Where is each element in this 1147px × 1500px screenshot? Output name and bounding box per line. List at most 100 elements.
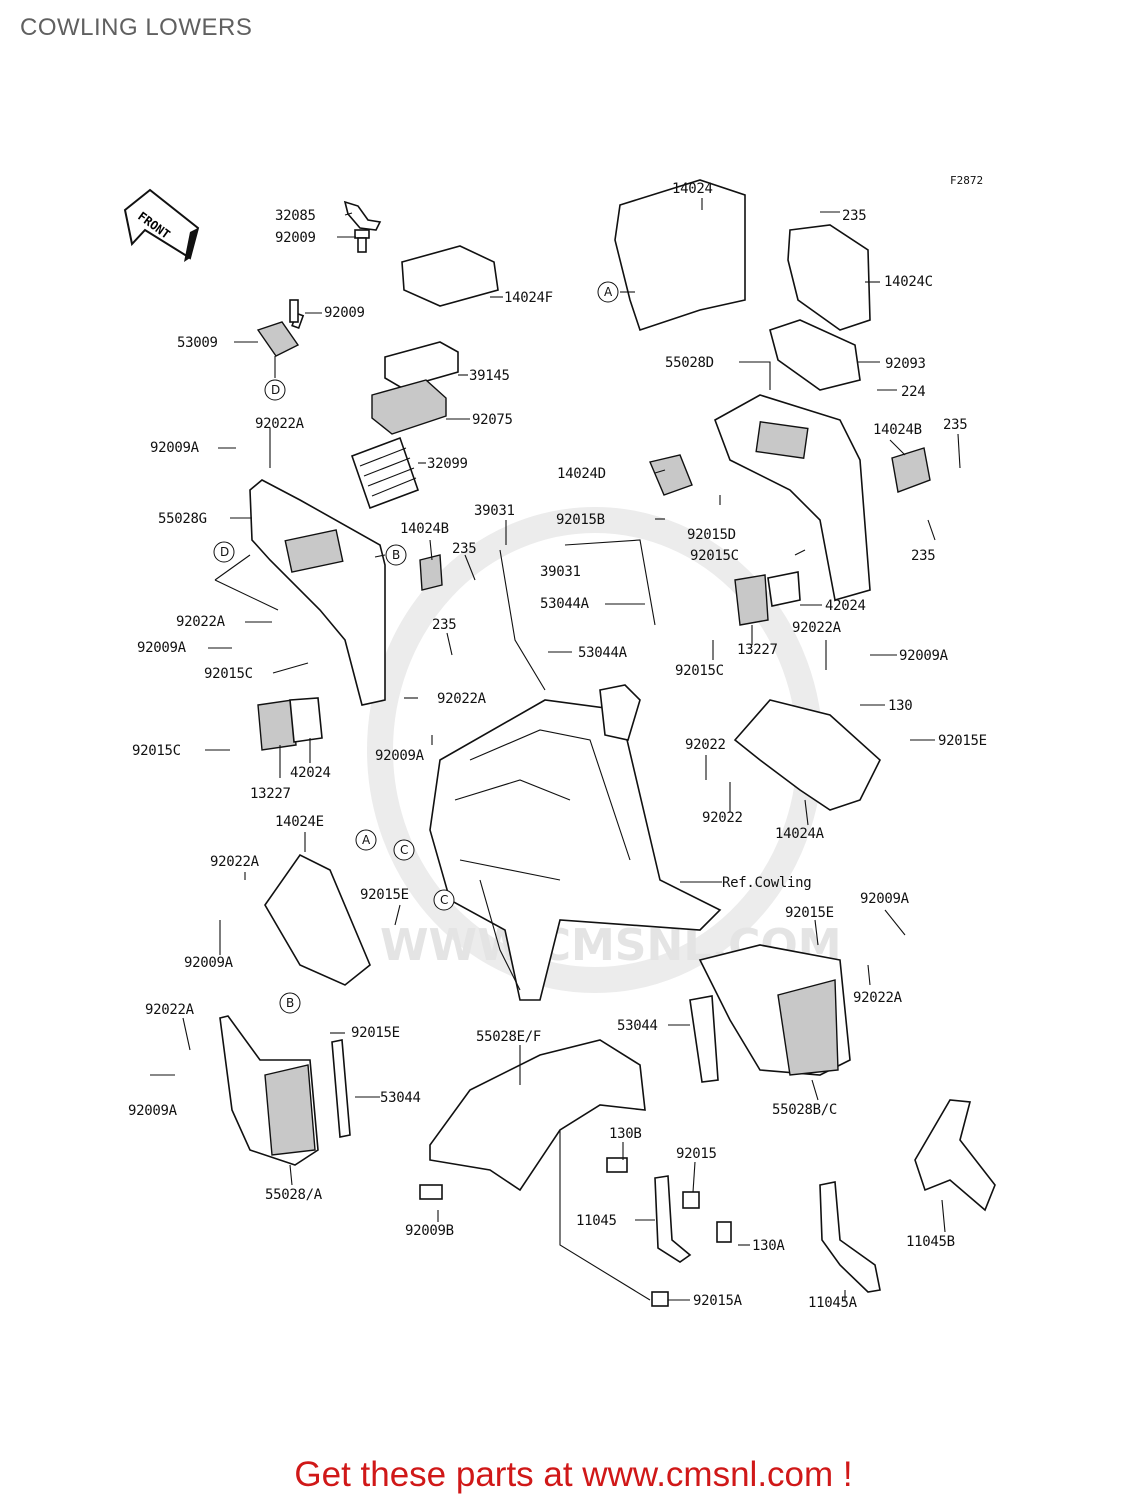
part-label[interactable]: 14024A (775, 826, 825, 842)
figure-code: F2872 (950, 174, 983, 187)
duct-55028G-shape (249, 479, 386, 706)
part-label[interactable]: 55028B/C (772, 1102, 837, 1118)
part-label[interactable]: 92015A (693, 1293, 743, 1309)
part-label[interactable]: 92009 (275, 230, 316, 246)
part-label[interactable]: 39031 (540, 564, 581, 580)
part-label[interactable]: 11045A (808, 1295, 858, 1311)
part-label[interactable]: 13227 (737, 642, 778, 658)
promo-link[interactable]: Get these parts at www.cmsnl.com ! (294, 1455, 853, 1494)
part-label[interactable]: 92075 (472, 412, 513, 428)
part-label[interactable]: 130 (888, 698, 913, 714)
duct-13227-left-shape (257, 699, 297, 751)
panel-55028A-insert-shape (264, 1064, 316, 1156)
part-label[interactable]: 14024C (884, 274, 933, 290)
part-label[interactable]: 92022A (255, 416, 305, 432)
ref-cowling-note: Ref.Cowling (722, 875, 811, 891)
part-label[interactable]: 14024D (557, 466, 606, 482)
part-label[interactable]: 92022A (210, 854, 260, 870)
part-label[interactable]: 55028D (665, 355, 714, 371)
rod-53044A-right-shape (564, 539, 656, 626)
part-label[interactable]: 92015E (938, 733, 987, 749)
part-label[interactable]: 92022 (685, 737, 726, 753)
part-label[interactable]: 55028G (158, 511, 207, 527)
seal-39145-shape (384, 341, 459, 389)
part-label[interactable]: 32085 (275, 208, 316, 224)
part-label[interactable]: 92015C (675, 663, 724, 679)
part-label[interactable]: 92015C (132, 743, 181, 759)
part-label[interactable]: 42024 (290, 765, 331, 781)
bracket-14024B-left-shape (419, 554, 443, 591)
callout-b-lower-text: B (286, 996, 294, 1010)
part-label[interactable]: 92015E (785, 905, 834, 921)
part-label[interactable]: 130B (609, 1126, 642, 1142)
part-label[interactable]: 14024B (400, 521, 449, 537)
part-label[interactable]: 92009B (405, 1223, 454, 1239)
part-label[interactable]: 92022A (792, 620, 842, 636)
part-label[interactable]: 92022 (702, 810, 743, 826)
part-label[interactable]: 11045 (576, 1213, 617, 1229)
part-label[interactable]: 235 (943, 417, 968, 433)
part-label[interactable]: 53044A (578, 645, 628, 661)
part-label[interactable]: 14024 (672, 181, 713, 197)
part-label[interactable]: 92009A (184, 955, 234, 971)
callout-b-lower: B (279, 992, 301, 1014)
part-label[interactable]: 39145 (469, 368, 510, 384)
part-label[interactable]: 92022A (437, 691, 487, 707)
filter-92075-shape (371, 379, 447, 435)
duct-13227-right-shape (734, 574, 769, 626)
part-label[interactable]: 92009A (860, 891, 910, 907)
part-label[interactable]: 11045B (906, 1234, 955, 1250)
part-label[interactable]: 235 (911, 548, 936, 564)
strip-53044-right-shape (689, 995, 719, 1083)
panel-55028EF-shape (429, 1039, 646, 1192)
part-label[interactable]: 92009A (375, 748, 425, 764)
part-label[interactable]: 92009A (899, 648, 949, 664)
part-label[interactable]: 14024F (504, 290, 553, 306)
part-label[interactable]: 92022A (145, 1002, 195, 1018)
part-label[interactable]: 92009 (324, 305, 365, 321)
part-label[interactable]: 55028E/F (476, 1029, 541, 1045)
callout-a-mid-text: A (362, 833, 371, 847)
part-label[interactable]: 92015E (351, 1025, 400, 1041)
part-label[interactable]: 14024B (873, 422, 922, 438)
part-label[interactable]: 53044A (540, 596, 590, 612)
part-label[interactable]: 92015E (360, 887, 409, 903)
leader-lines (150, 198, 961, 1301)
duct-14024-shape (614, 179, 746, 332)
part-label[interactable]: 235 (432, 617, 457, 633)
part-label[interactable]: 235 (842, 208, 867, 224)
part-label[interactable]: 92022A (176, 614, 226, 630)
part-label[interactable]: 92015D (687, 527, 736, 543)
part-label[interactable]: 32099 (427, 456, 468, 472)
part-label[interactable]: 92009A (137, 640, 187, 656)
callout-a-top: A (597, 281, 619, 303)
duct-right-opening-shape (755, 421, 809, 459)
part-label[interactable]: 224 (901, 384, 926, 400)
part-label[interactable]: 14024E (275, 814, 324, 830)
part-label[interactable]: 92093 (885, 356, 926, 372)
part-label[interactable]: 92022A (853, 990, 903, 1006)
part-label[interactable]: 130A (752, 1238, 786, 1254)
part-label[interactable]: 42024 (825, 598, 866, 614)
grill-42024-right-shape (767, 571, 801, 607)
part-label[interactable]: 13227 (250, 786, 291, 802)
grill-42024-left-shape (289, 697, 323, 743)
part-label[interactable]: 92009A (128, 1103, 178, 1119)
part-label[interactable]: 53009 (177, 335, 218, 351)
part-label[interactable]: 92009A (150, 440, 200, 456)
callout-c-frame-text: C (440, 893, 448, 907)
part-label[interactable]: 53044 (617, 1018, 658, 1034)
part-label[interactable]: 235 (452, 541, 477, 557)
part-label[interactable]: 92015B (556, 512, 605, 528)
part-label[interactable]: 53044 (380, 1090, 421, 1106)
front-arrow-icon: FRONT (123, 188, 200, 262)
part-label[interactable]: 55028/A (265, 1187, 323, 1203)
part-label[interactable]: 92015 (676, 1146, 717, 1162)
bolt-92009B-shape (419, 1184, 443, 1200)
part-label[interactable]: 39031 (474, 503, 515, 519)
cover-14024F-shape (401, 245, 499, 307)
bolt-92009-lower-shape (289, 299, 305, 330)
part-label[interactable]: 92015C (204, 666, 253, 682)
part-label[interactable]: 92015C (690, 548, 739, 564)
bracket-11045-shape (654, 1175, 692, 1263)
